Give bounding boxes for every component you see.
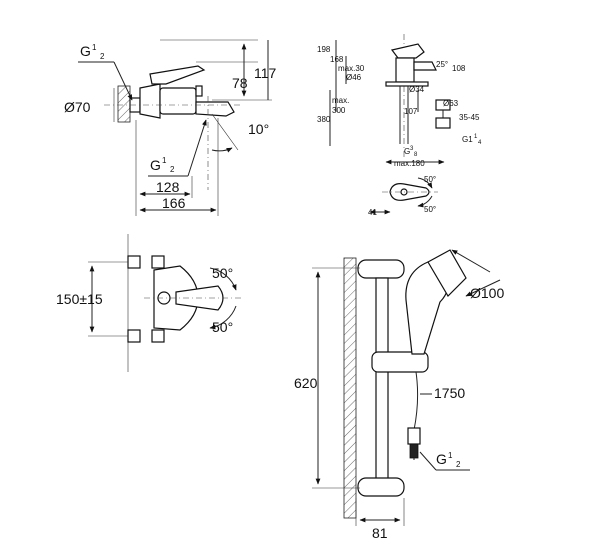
thread2-den: 2: [170, 165, 175, 174]
thread-label-lower: G: [150, 157, 161, 173]
dim-107: 107: [404, 107, 418, 116]
thread-frac-den: 2: [100, 52, 105, 61]
dim-108: 108: [452, 64, 466, 73]
front-nut-top: [151, 255, 165, 269]
front-nut-bottom: [151, 329, 165, 343]
dia-63: Ø63: [443, 99, 459, 108]
rail-slider: [371, 351, 429, 373]
basin-lever: [390, 43, 425, 59]
basin-spout: [413, 61, 437, 71]
dim-128: 128: [156, 179, 180, 195]
mixer-body: [159, 87, 197, 115]
basin-body: [395, 57, 415, 83]
dim-198: 198: [317, 45, 331, 54]
g-1-1-4: G1: [462, 135, 473, 144]
wall-union: [409, 443, 419, 459]
basin-top-view: 50° 50° 41: [368, 175, 438, 217]
shower-thread-den: 2: [456, 460, 461, 469]
thread-label-top: G: [80, 43, 91, 59]
shower-set-view: 620 Ø100 1750 G 1 2 81: [294, 249, 504, 541]
rail-bracket-bottom: [357, 477, 405, 497]
shower-wall-hatch: [343, 257, 357, 519]
dim-150: 150±15: [56, 291, 103, 307]
waste-body: [435, 117, 451, 129]
dim-81: 81: [372, 525, 388, 541]
front-angle-bottom: 50°: [212, 319, 233, 335]
shower-rail: [375, 277, 389, 495]
shower-head: [427, 249, 467, 297]
spout: [195, 101, 235, 117]
dia-100: Ø100: [470, 285, 504, 301]
diverter-knob: [195, 85, 203, 97]
hose-connector: [407, 427, 421, 445]
g-3-8-den: 8: [414, 152, 418, 158]
front-connector-bottom: [127, 329, 141, 343]
dia-34: Ø34: [409, 85, 425, 94]
front-connector-top: [127, 255, 141, 269]
g-3-8-num: 3: [410, 146, 414, 152]
max-30: max.30: [338, 64, 365, 73]
dia-46: Ø46: [346, 73, 362, 82]
angle-10: 10°: [248, 121, 269, 137]
bath-mixer-side-view: G 1 2 Ø70 78 117 10° G 1 2 128 166: [64, 39, 277, 216]
mixer-body-flange: [139, 83, 161, 119]
dim-380: 380: [317, 115, 331, 124]
thread-frac-num: 1: [92, 43, 97, 52]
front-angle-top: 50°: [212, 265, 233, 281]
basin-mixer-view: 198 168 max.30 Ø46 Ø34 25° 108 max. 300 …: [317, 34, 482, 168]
mixer-lever: [149, 65, 206, 85]
dim-117: 117: [254, 65, 277, 81]
dim-300: 300: [332, 106, 346, 115]
angle-bottom: 50°: [424, 205, 436, 214]
dim-1750: 1750: [434, 385, 465, 401]
g-1-1-4-den: 4: [478, 140, 482, 146]
diameter-label: Ø70: [64, 99, 91, 115]
range-35-45: 35-45: [459, 113, 480, 122]
g-3-8: G: [404, 147, 410, 156]
bath-mixer-front-view: 50° 50° 150±15: [56, 234, 244, 372]
dim-168: 168: [330, 55, 344, 64]
dim-78: 78: [232, 75, 248, 91]
angle-top: 50°: [424, 175, 436, 184]
g-1-1-4-num: 1: [474, 134, 478, 140]
max-180: max.180: [394, 159, 425, 168]
shower-thread-num: 1: [448, 451, 453, 460]
rail-bracket-top: [357, 259, 405, 279]
shower-thread: G: [436, 451, 447, 467]
max-label: max.: [332, 96, 349, 105]
angle-25: 25°: [436, 60, 448, 69]
basin-counter: [385, 81, 429, 87]
thread2-num: 1: [162, 156, 167, 165]
dim-41: 41: [368, 208, 377, 217]
dim-620: 620: [294, 375, 318, 391]
dim-166: 166: [162, 195, 186, 211]
